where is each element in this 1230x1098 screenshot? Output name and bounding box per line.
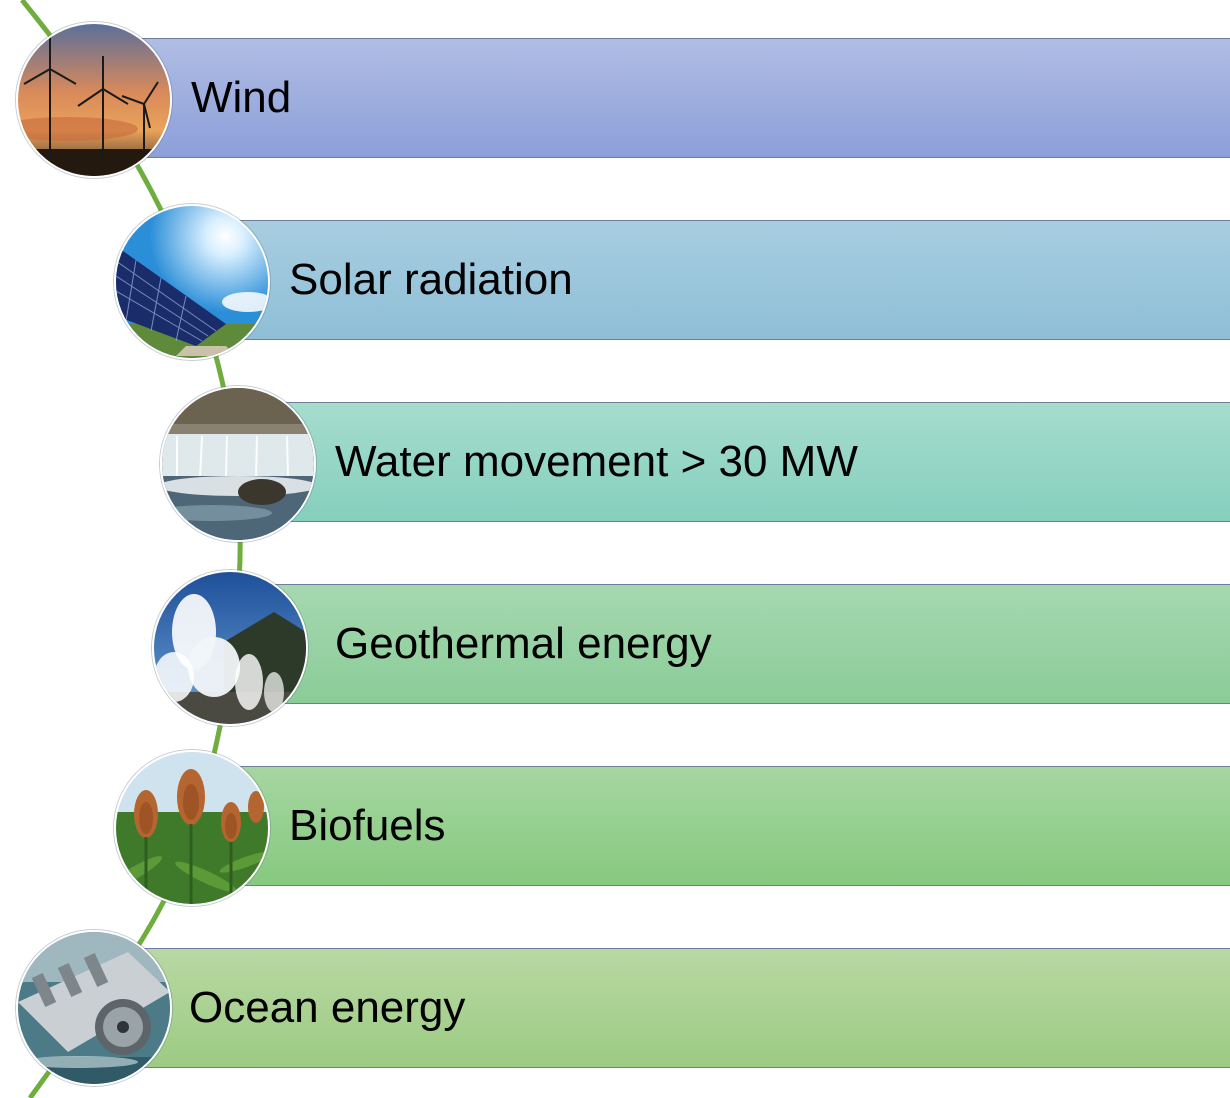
band-label-wind: Wind (191, 73, 292, 122)
band-water-movement: Water movement > 30 MW (236, 402, 1230, 522)
band-label-water-movement: Water movement > 30 MW (335, 437, 858, 486)
band-label-geothermal-energy: Geothermal energy (335, 619, 712, 668)
band-label-ocean-energy: Ocean energy (189, 983, 466, 1032)
wind-turbines-icon (16, 22, 172, 178)
band-biofuels: Biofuels (190, 766, 1230, 886)
band-label-solar-radiation: Solar radiation (289, 255, 573, 304)
band-wind: Wind (92, 38, 1230, 158)
tidal-turbine-icon (16, 930, 172, 1086)
band-ocean-energy: Ocean energy (92, 948, 1230, 1068)
geyser-steam-icon (152, 570, 308, 726)
band-geothermal-energy: Geothermal energy (236, 584, 1230, 704)
solar-panel-icon (114, 204, 270, 360)
waterfall-icon (160, 386, 316, 542)
sorghum-crop-icon (114, 750, 270, 906)
band-label-biofuels: Biofuels (289, 801, 446, 850)
band-solar-radiation: Solar radiation (190, 220, 1230, 340)
